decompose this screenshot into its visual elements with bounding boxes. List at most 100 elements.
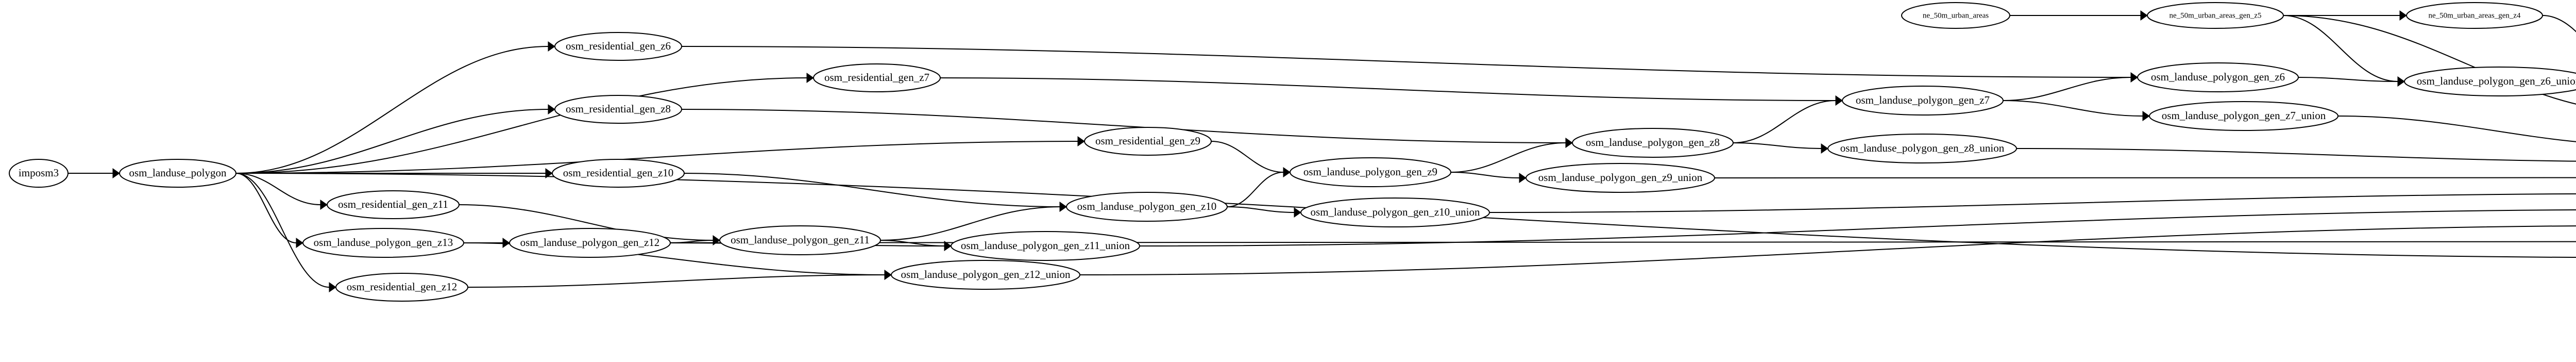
graph-node-osm_landuse_polygon_gen_z11_union[interactable]: osm_landuse_polygon_gen_z11_union (951, 231, 1140, 261)
graph-edge (2542, 15, 2576, 32)
node-label: osm_landuse_polygon_gen_z11 (731, 234, 870, 246)
node-label: osm_landuse_polygon_gen_z13 (314, 236, 453, 249)
node-ellipse (554, 32, 682, 61)
graph-edge (681, 109, 1566, 143)
graph-edge (1079, 225, 2576, 275)
graph-edge (1733, 100, 1836, 143)
graph-edge (2003, 100, 2143, 117)
node-label: ne_50m_urban_areas_gen_z5 (2169, 11, 2261, 20)
graph-node-osm_landuse_polygon_gen_z12_union[interactable]: osm_landuse_polygon_gen_z12_union (891, 260, 1080, 290)
edge-arrowhead-icon (944, 241, 952, 251)
graph-edge (235, 77, 807, 174)
graph-node-osm_residential_gen_z11[interactable]: osm_residential_gen_z11 (327, 190, 460, 219)
edge-arrowhead-icon (1821, 143, 1828, 154)
graph-node-osm_landuse_polygon_gen_z9_union[interactable]: osm_landuse_polygon_gen_z9_union (1526, 163, 1715, 193)
node-label: osm_landuse_polygon_gen_z9_union (1538, 171, 1703, 184)
edge-arrowhead-icon (112, 168, 120, 178)
node-ellipse (1572, 128, 1734, 158)
graph-edge (2283, 15, 2398, 82)
node-label: osm_residential_gen_z7 (824, 71, 929, 84)
node-ellipse (2404, 67, 2576, 96)
node-ellipse (1300, 198, 1490, 227)
graph-node-osm_residential_gen_z6[interactable]: osm_residential_gen_z6 (554, 32, 682, 61)
graph-node-osm_landuse_polygon_gen_z10[interactable]: osm_landuse_polygon_gen_z10 (1066, 192, 1228, 222)
edge-arrowhead-icon (296, 238, 303, 248)
node-ellipse (1290, 157, 1451, 187)
node-label: ne_50m_urban_areas_gen_z4 (2428, 11, 2521, 20)
node-label: osm_landuse_polygon_gen_z12_union (901, 268, 1071, 281)
node-ellipse (813, 63, 941, 92)
graph-edge (2283, 15, 2576, 105)
graph-node-osm_residential_gen_z12[interactable]: osm_residential_gen_z12 (335, 273, 468, 302)
graph-edge (880, 206, 1060, 241)
node-layer: imposm3 osm_landuse_polygon osm_residentia… (9, 2, 2576, 302)
edge-arrowhead-icon (545, 168, 553, 178)
graph-node-osm_landuse_polygon_gen_z7_union[interactable]: osm_landuse_polygon_gen_z7_union (2149, 101, 2338, 131)
graph-edge (880, 240, 945, 246)
node-ellipse (302, 228, 464, 258)
graph-edge (1450, 142, 1566, 173)
graph-node-osm_landuse_polygon_gen_z6[interactable]: osm_landuse_polygon_gen_z6 (2137, 62, 2299, 92)
node-ellipse (509, 228, 671, 258)
graph-node-osm_landuse_polygon_gen_z12[interactable]: osm_landuse_polygon_gen_z12 (509, 228, 671, 258)
edge-arrowhead-icon (2399, 10, 2407, 21)
node-ellipse (9, 159, 69, 188)
graph-edge (235, 173, 321, 205)
node-ellipse (119, 159, 236, 188)
graph-node-osm_residential_gen_z8[interactable]: osm_residential_gen_z8 (554, 95, 682, 124)
node-label: osm_landuse_polygon (129, 167, 227, 179)
graph-node-imposm3[interactable]: imposm3 (9, 159, 69, 188)
graph-edge (1211, 141, 1284, 173)
edge-arrowhead-icon (2142, 111, 2150, 121)
node-label: osm_landuse_polygon_gen_z11_union (961, 239, 1130, 252)
graph-edge (459, 204, 714, 241)
graph-node-osm_residential_gen_z10[interactable]: osm_residential_gen_z10 (552, 159, 685, 188)
graph-node-osm_landuse_polygon_gen_z8_union[interactable]: osm_landuse_polygon_gen_z8_union (1827, 134, 2017, 163)
graph-node-osm_landuse_polygon_gen_z11[interactable]: osm_landuse_polygon_gen_z11 (719, 225, 881, 255)
graph-edge (235, 109, 549, 174)
node-label: osm_landuse_polygon_gen_z10_union (1311, 206, 1480, 218)
graph-node-ne_50m_urban_areas_gen_z5[interactable]: ne_50m_urban_areas_gen_z5 (2147, 2, 2284, 29)
node-ellipse (2137, 62, 2299, 92)
graph-edge (2016, 148, 2576, 162)
node-label: ne_50m_urban_areas (1923, 11, 1989, 20)
edge-arrowhead-icon (329, 282, 336, 292)
graph-node-osm_landuse_polygon_gen_z6_union[interactable]: osm_landuse_polygon_gen_z6_union (2404, 67, 2576, 96)
graph-node-ne_50m_urban_areas_gen_z4[interactable]: ne_50m_urban_areas_gen_z4 (2406, 2, 2543, 29)
edge-arrowhead-icon (2140, 10, 2148, 21)
edge-arrowhead-icon (806, 73, 814, 83)
graph-node-osm_landuse_polygon_gen_z8[interactable]: osm_landuse_polygon_gen_z8 (1572, 128, 1734, 158)
node-ellipse (1066, 192, 1228, 222)
node-label: osm_landuse_polygon_gen_z9 (1303, 166, 1437, 178)
node-label: osm_landuse_polygon_gen_z8_union (1840, 142, 2005, 154)
node-label: osm_landuse_polygon_gen_z6_union (2417, 75, 2576, 87)
graph-edge (467, 274, 885, 288)
node-ellipse (1526, 163, 1715, 193)
node-label: osm_residential_gen_z10 (563, 167, 674, 179)
graph-node-osm_landuse_polygon[interactable]: osm_landuse_polygon (119, 159, 236, 188)
edge-arrowhead-icon (1077, 136, 1085, 146)
graph-edge (235, 141, 1078, 174)
graph-node-osm_residential_gen_z9[interactable]: osm_residential_gen_z9 (1084, 127, 1212, 156)
node-ellipse (719, 225, 881, 255)
edge-arrowhead-icon (1294, 207, 1301, 218)
node-label: osm_landuse_polygon_gen_z8 (1586, 136, 1720, 149)
node-ellipse (2149, 101, 2338, 131)
node-ellipse (891, 260, 1080, 290)
node-label: imposm3 (19, 167, 59, 179)
graph-node-osm_landuse_polygon_gen_z10_union[interactable]: osm_landuse_polygon_gen_z10_union (1300, 198, 1490, 227)
node-ellipse (2406, 2, 2543, 29)
graph-node-osm_landuse_polygon_gen_z7[interactable]: osm_landuse_polygon_gen_z7 (1842, 86, 2004, 116)
node-label: osm_residential_gen_z11 (338, 198, 448, 210)
graph-node-osm_residential_gen_z7[interactable]: osm_residential_gen_z7 (813, 63, 941, 92)
node-ellipse (554, 95, 682, 124)
edge-arrowhead-icon (1059, 202, 1067, 212)
node-ellipse (1827, 134, 2017, 163)
graph-node-osm_landuse_polygon_gen_z13[interactable]: osm_landuse_polygon_gen_z13 (302, 228, 464, 258)
graph-node-ne_50m_urban_areas[interactable]: ne_50m_urban_areas (1901, 2, 2010, 29)
graph-edge (2298, 77, 2398, 82)
graph-node-osm_landuse_polygon_gen_z9[interactable]: osm_landuse_polygon_gen_z9 (1290, 157, 1451, 187)
node-label: osm_landuse_polygon_gen_z7_union (2162, 109, 2326, 122)
